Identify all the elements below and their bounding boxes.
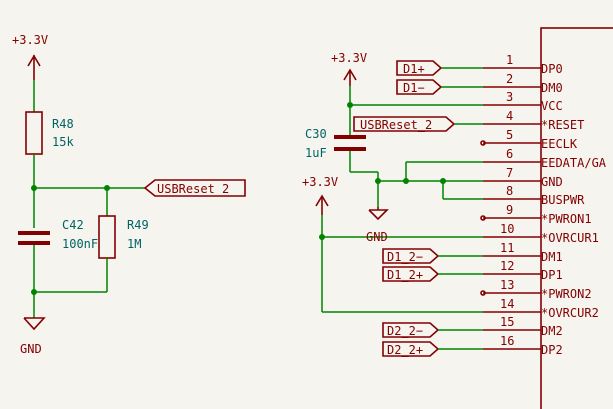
- svg-text:D2_2−: D2_2−: [387, 324, 423, 338]
- svg-text:D1+: D1+: [403, 62, 425, 76]
- net-label-usbreset-right[interactable]: USBReset_2: [353, 116, 456, 132]
- pin-num-4: 4: [506, 109, 513, 123]
- resistor-r48[interactable]: [25, 111, 43, 155]
- vcc-arrow-right-mid: [315, 194, 329, 215]
- pin-num-6: 6: [506, 147, 513, 161]
- resistor-r49[interactable]: [98, 215, 116, 259]
- svg-text:USBReset_2: USBReset_2: [157, 182, 229, 196]
- r49-value: 1M: [127, 237, 141, 251]
- pin-name-6: EEDATA/GA: [541, 156, 607, 170]
- pin-num-2: 2: [506, 72, 513, 86]
- pin-name-4: *RESET: [541, 118, 584, 132]
- c42-ref: C42: [62, 218, 84, 232]
- pin-lines: [483, 67, 541, 350]
- gnd-symbol-left: [23, 317, 46, 331]
- pin-num-7: 7: [506, 166, 513, 180]
- gnd-symbol-mid: [368, 207, 389, 221]
- svg-text:D1−: D1−: [403, 81, 425, 95]
- vcc-arrow-right-top: [343, 68, 357, 86]
- pin-name-14: *OVRCUR2: [541, 306, 599, 320]
- pin-name-2: DM0: [541, 81, 563, 95]
- pin-name-13: *PWRON2: [541, 287, 592, 301]
- pin-num-12: 12: [500, 259, 514, 273]
- c42-value: 100nF: [62, 237, 98, 251]
- svg-text:D2_2+: D2_2+: [387, 343, 423, 357]
- pin-name-10: *OVRCUR1: [541, 231, 599, 245]
- net-label-usbreset-left[interactable]: USBReset_2: [143, 179, 246, 197]
- capacitor-c42[interactable]: [18, 231, 50, 245]
- pin-name-1: DP0: [541, 62, 563, 76]
- svg-text:D1_2+: D1_2+: [387, 268, 423, 282]
- pin-num-11: 11: [500, 241, 514, 255]
- c30-ref: C30: [305, 127, 327, 141]
- c30-value: 1uF: [305, 146, 327, 160]
- pin-name-12: DP1: [541, 268, 563, 282]
- r48-ref: R48: [52, 117, 74, 131]
- net-label-d1-2-minus[interactable]: D1_2−: [382, 248, 440, 264]
- svg-text:USBReset_2: USBReset_2: [360, 118, 432, 132]
- pin-name-3: VCC: [541, 99, 563, 113]
- pin-num-13: 13: [500, 278, 514, 292]
- net-label-d2-2-minus[interactable]: D2_2−: [382, 322, 440, 338]
- nc-pin13: [480, 290, 486, 296]
- nc-pin9: [480, 215, 486, 221]
- pin-num-5: 5: [506, 128, 513, 142]
- svg-text:D1_2−: D1_2−: [387, 250, 423, 264]
- r49-ref: R49: [127, 218, 149, 232]
- capacitor-c30[interactable]: [334, 135, 366, 151]
- pin-name-16: DP2: [541, 343, 563, 357]
- pin-num-16: 16: [500, 334, 514, 348]
- pin-name-5: EECLK: [541, 137, 578, 151]
- pin-num-15: 15: [500, 315, 514, 329]
- gnd-label-mid: GND: [366, 230, 388, 244]
- pin-num-9: 9: [506, 203, 513, 217]
- pin-num-10: 10: [500, 222, 514, 236]
- net-label-d2-2-plus[interactable]: D2_2+: [382, 341, 440, 357]
- pin-name-9: *PWRON1: [541, 212, 592, 226]
- usb-hub-ic[interactable]: [540, 27, 613, 409]
- gnd-label-left: GND: [20, 342, 42, 356]
- pin-num-3: 3: [506, 90, 513, 104]
- vcc-label-left: +3.3V: [12, 33, 48, 47]
- r48-value: 15k: [52, 135, 74, 149]
- net-label-d1-2-plus[interactable]: D1_2+: [382, 266, 440, 282]
- vcc-arrow-left: [27, 54, 41, 80]
- pin-name-7: GND: [541, 175, 563, 189]
- vcc-label-right-top: +3.3V: [331, 51, 367, 65]
- net-label-d1-plus[interactable]: D1+: [396, 60, 443, 76]
- pin-name-15: DM2: [541, 324, 563, 338]
- nc-pin5: [480, 140, 486, 146]
- pin-num-14: 14: [500, 297, 514, 311]
- vcc-label-right-mid: +3.3V: [302, 175, 338, 189]
- net-label-d1-minus[interactable]: D1−: [396, 79, 443, 95]
- pin-num-1: 1: [506, 53, 513, 67]
- pin-name-8: BUSPWR: [541, 193, 585, 207]
- pin-name-11: DM1: [541, 250, 563, 264]
- pin-num-8: 8: [506, 184, 513, 198]
